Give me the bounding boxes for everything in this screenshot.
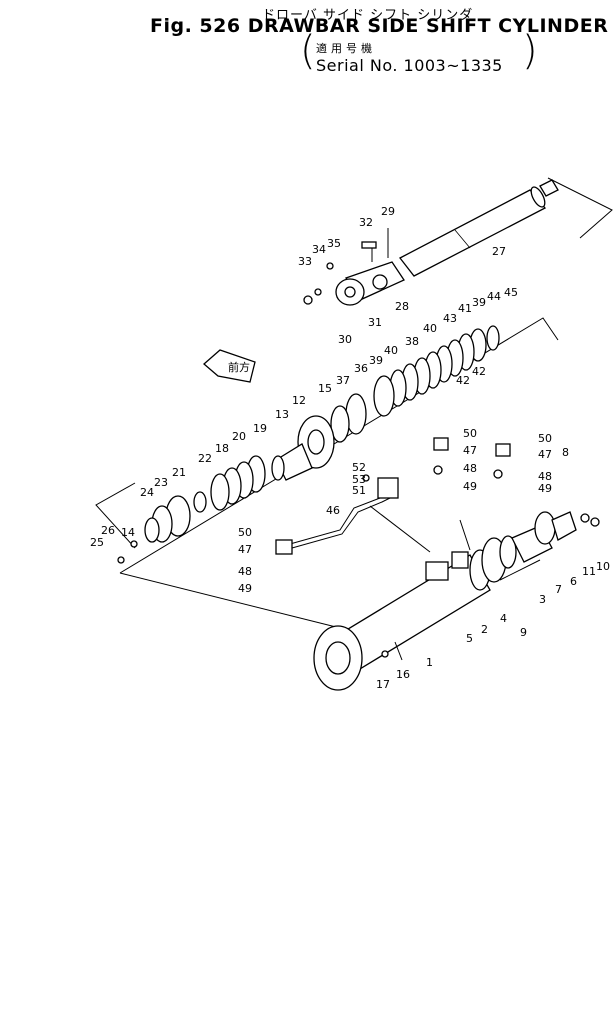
serial-bracket-right: ): [522, 28, 538, 74]
part-number-label: 35: [327, 237, 341, 250]
part-number-label: 27: [492, 245, 506, 258]
rod-eye: [303, 228, 405, 306]
part-number-label: 24: [140, 486, 154, 499]
part-number-label: 17: [376, 678, 390, 691]
part-number-label: 40: [423, 322, 437, 335]
part-number-label: 31: [368, 316, 382, 329]
part-number-label: 48: [538, 470, 552, 483]
part-number-label: 30: [338, 333, 352, 346]
part-number-label: 29: [381, 205, 395, 218]
piston-rod: [399, 177, 613, 277]
leader-frame-left: [95, 482, 136, 549]
part-number-label: 39: [369, 354, 383, 367]
part-number-label: 34: [312, 243, 326, 256]
piston-seal-stack: [330, 325, 500, 443]
part-number-label: 49: [463, 480, 477, 493]
flange-bolts: [381, 641, 403, 661]
part-number-label: 13: [275, 408, 289, 421]
part-number-label: 38: [405, 335, 419, 348]
part-number-label: 50: [538, 432, 552, 445]
part-number-label: 1: [426, 656, 433, 669]
part-number-label: 10: [596, 560, 610, 573]
part-number-label: 8: [562, 446, 569, 459]
part-number-label: 53: [352, 473, 366, 486]
part-number-label: 48: [238, 565, 252, 578]
part-number-label: 42: [472, 365, 486, 378]
part-number-label: 36: [354, 362, 368, 375]
part-number-label: 39: [472, 296, 486, 309]
part-number-label: 5: [466, 632, 473, 645]
cap-end-parts: [481, 511, 600, 583]
serial-range: Serial No. 1003~1335: [316, 56, 503, 75]
cylinder-tube: [313, 549, 491, 691]
part-number-label: 20: [232, 430, 246, 443]
part-number-label: 49: [238, 582, 252, 595]
part-number-label: 33: [298, 255, 312, 268]
part-number-label: 44: [487, 290, 501, 303]
part-number-label: 4: [500, 612, 507, 625]
part-number-label: 43: [443, 312, 457, 325]
part-number-label: 6: [570, 575, 577, 588]
part-number-label: 47: [463, 444, 477, 457]
part-number-label: 2: [481, 623, 488, 636]
diagram-title-japanese: ドローバ サイド シフト シリンダ: [262, 8, 474, 23]
part-number-label: 22: [198, 452, 212, 465]
part-number-label: 15: [318, 382, 332, 395]
part-number-label: 47: [238, 543, 252, 556]
diagram-title: Fig. 526 DRAWBAR SIDE SHIFT CYLINDER: [150, 15, 609, 37]
serial-caption-japanese: 適用号機: [316, 42, 376, 55]
part-number-label: 42: [456, 374, 470, 387]
part-number-label: 37: [336, 374, 350, 387]
part-number-label: 50: [463, 427, 477, 440]
part-number-label: 49: [538, 482, 552, 495]
leader-frame-lower: [119, 572, 341, 629]
part-number-label: 26: [101, 524, 115, 537]
part-number-label: 28: [395, 300, 409, 313]
part-number-label: 7: [555, 583, 562, 596]
hydraulic-pipe: [275, 437, 511, 555]
part-number-label: 47: [538, 448, 552, 461]
part-number-label: 51: [352, 484, 366, 497]
part-number-label: 21: [172, 466, 186, 479]
part-number-label: 52: [352, 461, 366, 474]
part-number-label: 3: [539, 593, 546, 606]
part-number-label: 18: [215, 442, 229, 455]
front-direction-tag: 前方: [203, 349, 256, 383]
part-number-label: 48: [463, 462, 477, 475]
part-number-label: 9: [520, 626, 527, 639]
direction-tag-label: 前方: [228, 360, 250, 374]
part-number-label: 46: [326, 504, 340, 517]
part-number-label: 45: [504, 286, 518, 299]
serial-bracket-left: (: [300, 28, 316, 74]
rod-seal-stack: [117, 455, 266, 564]
cylinder-head: [271, 415, 335, 481]
part-number-label: 11: [582, 565, 596, 578]
part-number-label: 12: [292, 394, 306, 407]
part-number-label: 23: [154, 476, 168, 489]
part-number-label: 32: [359, 216, 373, 229]
part-number-label: 16: [396, 668, 410, 681]
part-number-label: 50: [238, 526, 252, 539]
part-number-label: 14: [121, 526, 135, 539]
part-number-label: 19: [253, 422, 267, 435]
part-number-label: 40: [384, 344, 398, 357]
part-number-label: 25: [90, 536, 104, 549]
part-number-label: 41: [458, 302, 472, 315]
